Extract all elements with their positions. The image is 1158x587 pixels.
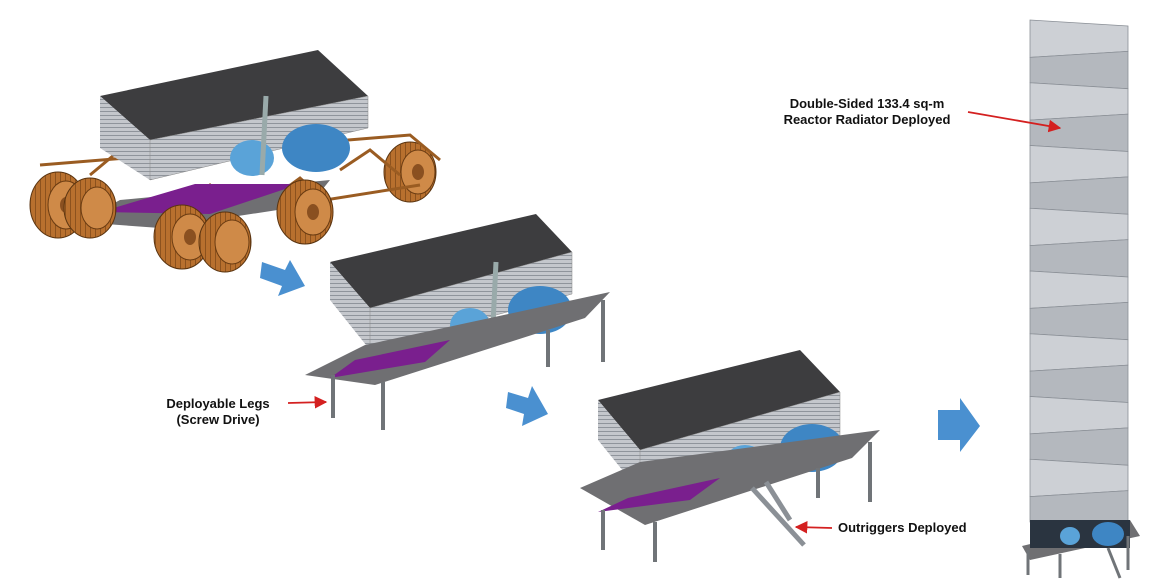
stage3-outriggers xyxy=(750,480,806,547)
radiator-panel xyxy=(1029,364,1129,403)
rover-radiator-front xyxy=(149,95,369,181)
radiator-panel xyxy=(1029,113,1129,152)
radiator-panel xyxy=(1029,333,1129,372)
stage2-legs xyxy=(331,300,605,430)
outriggers-label: Outriggers Deployed xyxy=(838,520,967,535)
wheel-rear-front xyxy=(63,177,117,239)
radiator-deployed-stage xyxy=(1022,19,1140,579)
rover-roof xyxy=(100,50,368,140)
rover-radiator-side xyxy=(100,96,150,180)
radiator-panel xyxy=(1029,396,1129,435)
radiator-panel xyxy=(1029,301,1129,341)
radiator-label: Double-Sided 133.4 sq-m Reactor Radiator… xyxy=(762,96,972,128)
radiator-panel xyxy=(1029,458,1129,498)
callout-arrow-icon xyxy=(967,111,1062,133)
radiator-panel xyxy=(1029,207,1129,247)
stage2-purple-tray xyxy=(330,340,450,378)
radiator-panel xyxy=(1029,239,1129,278)
radiator-label-line1: Double-Sided 133.4 sq-m xyxy=(789,96,945,111)
deployed-radiator-panels xyxy=(1029,19,1129,529)
stage4-reactor xyxy=(1092,522,1124,546)
stage2-radiator-side xyxy=(330,262,370,350)
arrow-right-icon xyxy=(260,260,305,296)
radiator-label-line2: Reactor Radiator Deployed xyxy=(783,112,951,127)
callout-arrow-icon xyxy=(287,396,328,409)
arrow-right-icon xyxy=(938,398,980,452)
rover-stage xyxy=(29,50,441,273)
radiator-panel xyxy=(1029,145,1129,184)
stage3-legs xyxy=(601,442,872,562)
radiator-panel xyxy=(1029,82,1129,121)
radiator-panel xyxy=(1029,19,1129,58)
wheel-front-mid xyxy=(198,211,252,273)
wheel-rear-mid xyxy=(383,141,437,203)
legs-label-line2: (Screw Drive) xyxy=(176,412,260,427)
rover-purple-tray xyxy=(100,184,300,214)
radiator-panel xyxy=(1029,176,1129,215)
legs-label-line1: Deployable Legs xyxy=(166,396,270,411)
stage2-radiator-front xyxy=(369,251,573,351)
radiator-panel xyxy=(1029,50,1129,90)
radiator-panel xyxy=(1029,270,1129,309)
stage4-legs xyxy=(1026,536,1130,579)
radiator-panel xyxy=(1029,427,1129,466)
legs-label: Deployable Legs (Screw Drive) xyxy=(148,396,288,428)
stage3-purple-tray xyxy=(598,478,720,512)
outriggers-stage xyxy=(580,350,880,562)
stage2-roof xyxy=(330,214,572,308)
wheel-front-right xyxy=(276,179,334,245)
legs-stage xyxy=(305,214,610,430)
callout-arrow-icon xyxy=(794,521,833,534)
arrow-right-icon xyxy=(506,386,548,426)
stage3-roof xyxy=(598,350,840,450)
rover-reactor xyxy=(282,124,350,172)
